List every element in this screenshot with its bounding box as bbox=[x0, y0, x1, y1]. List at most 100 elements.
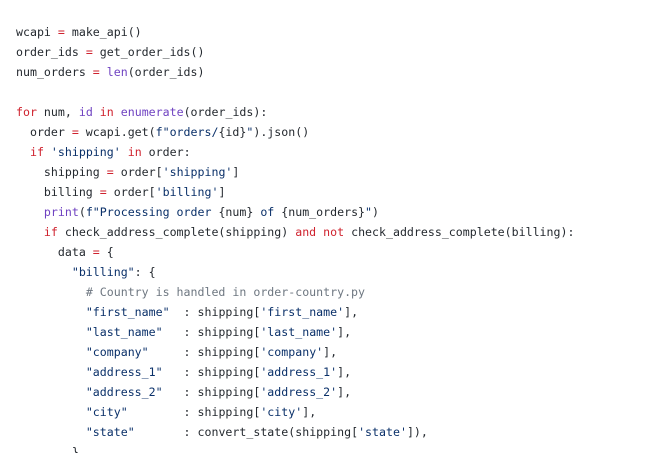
code-token bbox=[16, 285, 86, 299]
string-token: 'billing' bbox=[155, 185, 219, 199]
code-token: billing bbox=[16, 185, 100, 199]
code-token bbox=[16, 365, 86, 379]
code-token: ).json() bbox=[253, 125, 310, 139]
keyword-token: and bbox=[295, 225, 317, 239]
code-line: "last_name" : shipping['last_name'], bbox=[16, 322, 351, 342]
code-line: "first_name" : shipping['first_name'], bbox=[16, 302, 358, 322]
code-token: : convert_state(shipping[ bbox=[134, 425, 359, 439]
string-token: "state" bbox=[85, 425, 135, 439]
code-token bbox=[44, 145, 51, 159]
code-token bbox=[16, 425, 86, 439]
code-token: order[ bbox=[106, 185, 156, 199]
builtin-token: id bbox=[78, 105, 93, 119]
string-token: 'address_1' bbox=[260, 365, 338, 379]
code-token: }, bbox=[16, 445, 86, 453]
code-token: order_ids bbox=[16, 45, 86, 59]
code-token: ], bbox=[302, 405, 317, 419]
code-token: ], bbox=[337, 385, 352, 399]
code-token: ], bbox=[344, 305, 359, 319]
operator-token: = bbox=[92, 65, 100, 79]
code-token: ] bbox=[218, 185, 226, 199]
builtin-token: print bbox=[43, 205, 79, 219]
code-token bbox=[93, 105, 100, 119]
code-token: ] bbox=[232, 165, 240, 179]
code-token: : { bbox=[134, 265, 156, 279]
string-token: " bbox=[365, 205, 373, 219]
code-token: get_order_ids() bbox=[92, 45, 205, 59]
code-token: (order_ids): bbox=[183, 105, 268, 119]
code-token: num_orders bbox=[16, 65, 93, 79]
code-token: ], bbox=[337, 325, 352, 339]
code-line: "billing": { bbox=[16, 262, 156, 282]
string-token: "address_2" bbox=[85, 385, 163, 399]
code-token bbox=[16, 145, 30, 159]
string-token: "city" bbox=[85, 405, 128, 419]
code-token: check_address_complete(shipping) bbox=[57, 225, 296, 239]
code-token bbox=[16, 405, 86, 419]
operator-token: = bbox=[85, 45, 93, 59]
code-token: wcapi bbox=[16, 25, 58, 39]
code-token bbox=[16, 345, 86, 359]
string-token: of bbox=[253, 205, 282, 219]
code-token: {id} bbox=[218, 125, 247, 139]
code-line: "address_1" : shipping['address_1'], bbox=[16, 362, 351, 382]
code-line: # Country is handled in order-country.py bbox=[16, 282, 365, 302]
code-line: if 'shipping' in order: bbox=[16, 142, 191, 162]
code-token: : shipping[ bbox=[169, 305, 261, 319]
keyword-token: if bbox=[43, 225, 58, 239]
code-line: order_ids = get_order_ids() bbox=[16, 42, 204, 62]
code-token: make_api() bbox=[64, 25, 142, 39]
string-token: 'address_2' bbox=[260, 385, 338, 399]
code-token: : shipping[ bbox=[127, 405, 261, 419]
string-token: "last_name" bbox=[85, 325, 163, 339]
code-token: {num_orders} bbox=[281, 205, 366, 219]
code-token: order bbox=[16, 125, 72, 139]
code-token: ]), bbox=[406, 425, 428, 439]
string-token: " bbox=[246, 125, 254, 139]
code-token bbox=[16, 265, 72, 279]
code-token bbox=[16, 325, 86, 339]
code-token: shipping bbox=[16, 165, 107, 179]
code-token bbox=[16, 225, 44, 239]
code-token: ) bbox=[372, 205, 379, 219]
code-line: "address_2" : shipping['address_2'], bbox=[16, 382, 351, 402]
code-line: billing = order['billing'] bbox=[16, 182, 226, 202]
code-line: "state" : convert_state(shipping['state'… bbox=[16, 422, 428, 442]
string-token: f"Processing order bbox=[85, 205, 219, 219]
code-line: num_orders = len(order_ids) bbox=[16, 62, 204, 82]
code-token bbox=[121, 145, 128, 159]
string-token: 'city' bbox=[260, 405, 303, 419]
code-token: { bbox=[99, 245, 114, 259]
code-line: "city" : shipping['city'], bbox=[16, 402, 316, 422]
operator-token: = bbox=[92, 245, 100, 259]
code-token bbox=[16, 385, 86, 399]
code-line: data = { bbox=[16, 242, 114, 262]
keyword-token: for bbox=[16, 105, 37, 119]
code-line: if check_address_complete(shipping) and … bbox=[16, 222, 575, 242]
code-token: : shipping[ bbox=[162, 385, 261, 399]
operator-token: = bbox=[57, 25, 65, 39]
code-line: print(f"Processing order {num} of {num_o… bbox=[16, 202, 379, 222]
code-token: wcapi.get( bbox=[78, 125, 156, 139]
string-token: "company" bbox=[85, 345, 149, 359]
code-token: ], bbox=[337, 365, 352, 379]
code-token bbox=[16, 305, 86, 319]
code-line: wcapi = make_api() bbox=[16, 22, 142, 42]
operator-token: = bbox=[71, 125, 79, 139]
keyword-token: not bbox=[323, 225, 345, 239]
string-token: 'shipping' bbox=[50, 145, 121, 159]
code-token: {num} bbox=[218, 205, 254, 219]
code-line: shipping = order['shipping'] bbox=[16, 162, 240, 182]
code-token: data bbox=[16, 245, 93, 259]
string-token: 'state' bbox=[358, 425, 407, 439]
code-token: ( bbox=[78, 205, 86, 219]
string-token: 'last_name' bbox=[260, 325, 338, 339]
code-token bbox=[100, 65, 107, 79]
operator-token: = bbox=[106, 165, 114, 179]
code-token: : shipping[ bbox=[148, 345, 261, 359]
operator-token: = bbox=[99, 185, 107, 199]
code-line: order = wcapi.get(f"orders/{id}").json() bbox=[16, 122, 309, 142]
keyword-token: in bbox=[99, 105, 114, 119]
code-token: : shipping[ bbox=[162, 365, 261, 379]
